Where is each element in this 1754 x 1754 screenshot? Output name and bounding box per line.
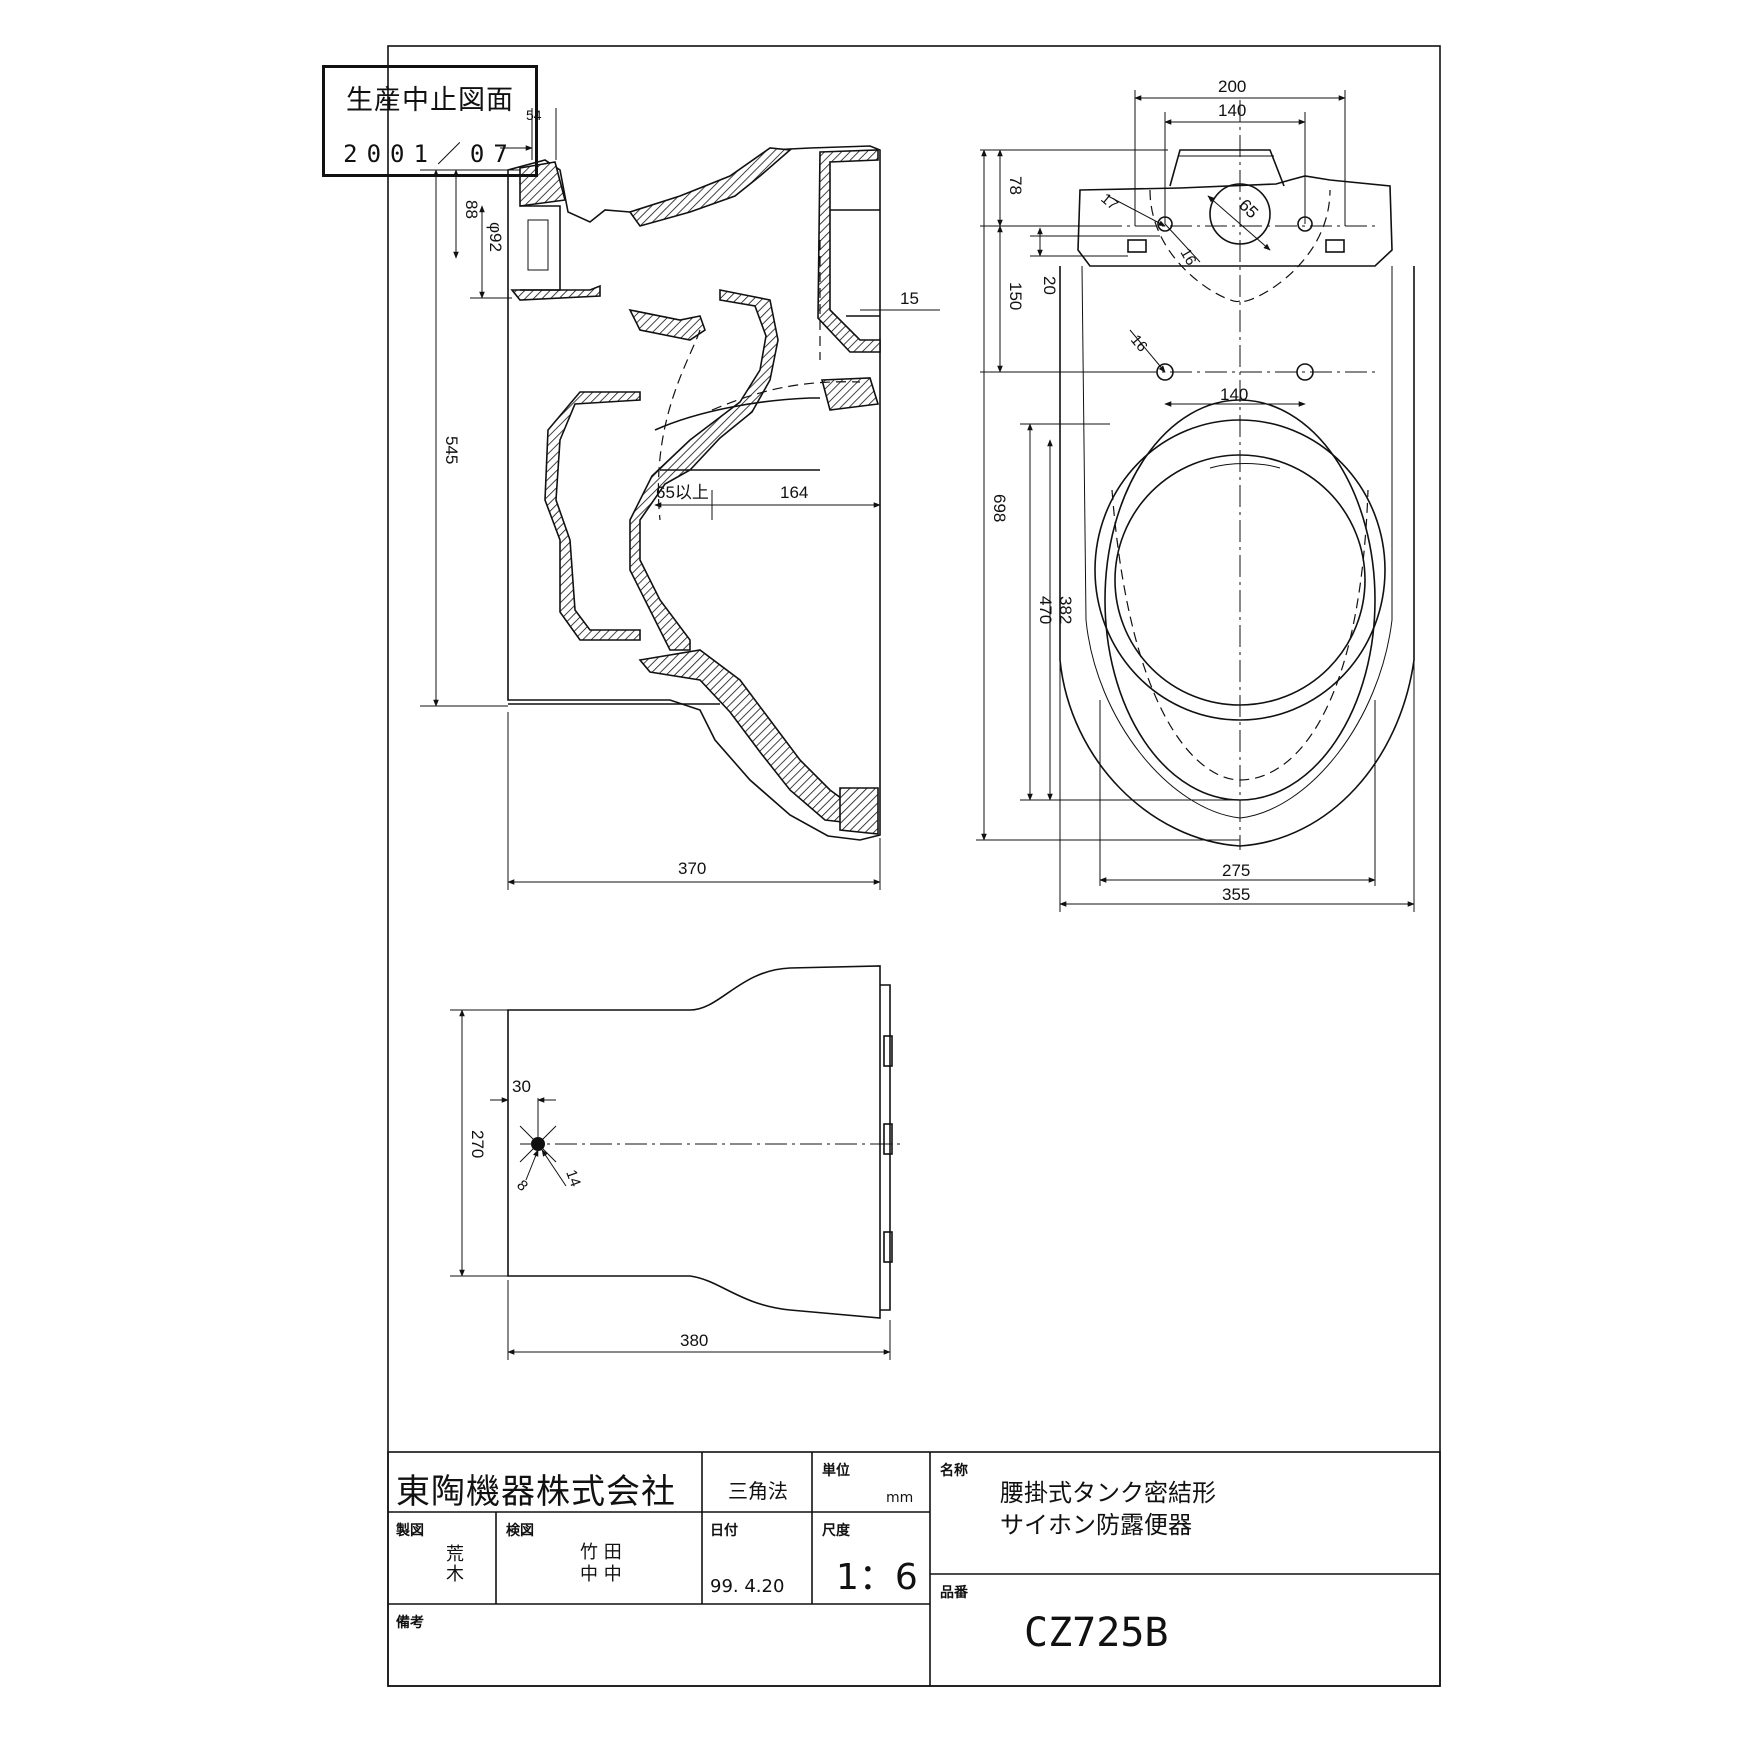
dim-65-or-more: 65以上: [656, 483, 709, 502]
dim-545: 545: [442, 436, 461, 464]
top-view-dimensions: 200 140 65 17 16 78 20 150 16 140 698 47…: [976, 77, 1415, 912]
dim-275: 275: [1222, 861, 1250, 880]
part-number: CZ725B: [1024, 1610, 1169, 1656]
bottom-view-dimensions: 270 30 8 14 380: [450, 1009, 891, 1360]
date-label: 日付: [710, 1523, 738, 1539]
dim-270: 270: [468, 1130, 487, 1158]
dim-355: 355: [1222, 885, 1250, 904]
product-name-line1: 腰掛式タンク密結形: [1000, 1479, 1216, 1507]
remarks-label: 備考: [396, 1615, 424, 1631]
date-value: 99. 4.20: [710, 1576, 785, 1597]
dim-16-seat: 16: [1127, 332, 1151, 356]
unit-value: mm: [886, 1490, 914, 1506]
unit-label: 単位: [822, 1463, 850, 1479]
scale-label: 尺度: [822, 1523, 850, 1539]
product-name-line2: サイホン防露便器: [1000, 1511, 1192, 1539]
checked-by-2: 中 中: [580, 1564, 622, 1585]
dim-20: 20: [1040, 276, 1059, 295]
drawn-label: 製図: [396, 1523, 424, 1539]
dim-14: 14: [562, 1168, 584, 1189]
dim-65-hole: 65: [1235, 195, 1262, 222]
dim-15: 15: [900, 289, 919, 308]
part-no-label: 品番: [940, 1585, 968, 1601]
dim-30: 30: [512, 1077, 531, 1096]
checked-by-1: 竹 田: [580, 1542, 622, 1563]
drawn-by-1: 荒: [446, 1544, 464, 1565]
dim-8: 8: [513, 1177, 531, 1195]
dim-78: 78: [1006, 176, 1025, 195]
stamp-title: 生産中止図面: [346, 85, 514, 116]
title-block-grid: [387, 1451, 1441, 1687]
dim-164: 164: [780, 483, 808, 502]
dim-382: 382: [1056, 596, 1075, 624]
scale-value: 1：6: [836, 1557, 918, 1598]
dim-140-seat: 140: [1220, 385, 1248, 404]
dim-17: 17: [1097, 190, 1121, 214]
checked-label: 検図: [506, 1523, 534, 1539]
top-plan-view: [1059, 100, 1415, 850]
name-label: 名称: [940, 1463, 968, 1479]
dim-140-top: 140: [1218, 101, 1246, 120]
stamp-date: 2001／07: [343, 140, 517, 168]
dim-phi92: φ92: [486, 222, 505, 252]
dim-16-tank: 16: [1177, 246, 1200, 269]
dim-698: 698: [990, 494, 1009, 522]
dim-380: 380: [680, 1331, 708, 1350]
dim-200: 200: [1218, 77, 1246, 96]
side-view-dimensions: 370 545 88 φ92 54 15 65以上 164: [420, 107, 940, 890]
drawn-by-2: 木: [446, 1564, 464, 1585]
dim-88: 88: [462, 200, 481, 219]
dim-370: 370: [678, 859, 706, 878]
discontinued-stamp: 生産中止図面 2001／07: [322, 65, 538, 177]
dim-150: 150: [1006, 282, 1025, 310]
projection-method: 三角法: [728, 1479, 788, 1503]
dim-470: 470: [1036, 596, 1055, 624]
side-section-view: [507, 145, 881, 841]
bottom-view: [507, 965, 900, 1319]
company-name: 東陶機器株式会社: [396, 1472, 676, 1512]
